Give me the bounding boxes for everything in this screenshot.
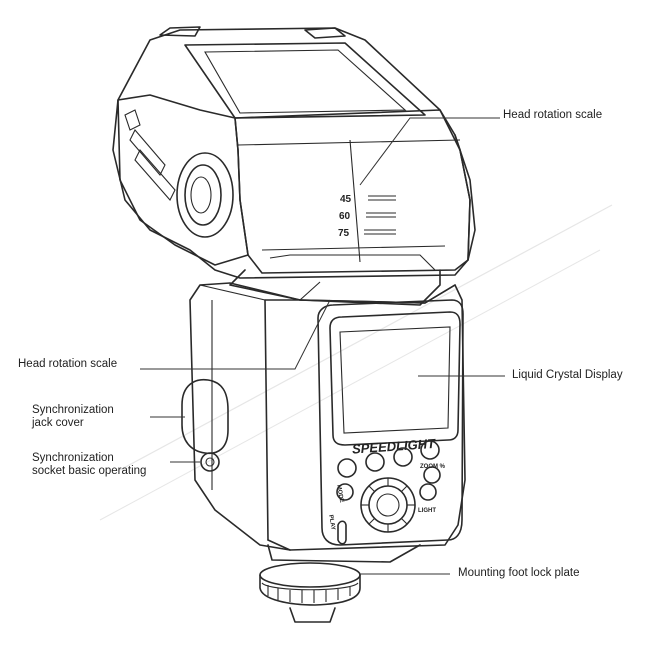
zoom-button[interactable] bbox=[423, 466, 441, 484]
play-button[interactable] bbox=[337, 520, 347, 545]
scale-mark-45: 45 bbox=[340, 194, 352, 205]
label-sync-socket-line2: socket basic operating bbox=[32, 465, 147, 477]
light-label: LIGHT bbox=[418, 508, 436, 514]
label-sync-jack-cover-line1: Synchronization bbox=[32, 404, 114, 416]
function-button-3[interactable] bbox=[393, 447, 413, 467]
leader-lines bbox=[140, 117, 505, 575]
label-lcd: Liquid Crystal Display bbox=[512, 369, 623, 381]
label-mounting-foot: Mounting foot lock plate bbox=[458, 567, 580, 579]
function-button-1[interactable] bbox=[337, 458, 357, 478]
function-button-2[interactable] bbox=[365, 452, 385, 472]
mode-button[interactable] bbox=[336, 483, 354, 501]
mode-label: MODE bbox=[335, 484, 344, 503]
watermark bbox=[99, 204, 613, 521]
light-button[interactable] bbox=[419, 483, 437, 501]
mounting-foot bbox=[259, 544, 421, 623]
label-head-rotation-scale-top: Head rotation scale bbox=[503, 109, 603, 121]
function-button-4[interactable] bbox=[420, 440, 440, 460]
brand-label: SPEEDLIGHT bbox=[352, 436, 437, 457]
flash-head bbox=[112, 26, 476, 279]
label-sync-jack-cover-line2: jack cover bbox=[32, 417, 84, 429]
scale-mark-75: 75 bbox=[338, 228, 350, 239]
control-panel bbox=[336, 440, 441, 545]
scale-mark-60: 60 bbox=[339, 211, 351, 222]
play-label: PLAY bbox=[327, 514, 336, 530]
label-sync-socket-line1: Synchronization bbox=[32, 452, 114, 464]
label-head-rotation-scale-left: Head rotation scale bbox=[18, 358, 118, 370]
zoom-label: ZOOM % bbox=[420, 464, 446, 470]
swivel-neck bbox=[229, 254, 441, 306]
flash-body bbox=[181, 282, 466, 551]
